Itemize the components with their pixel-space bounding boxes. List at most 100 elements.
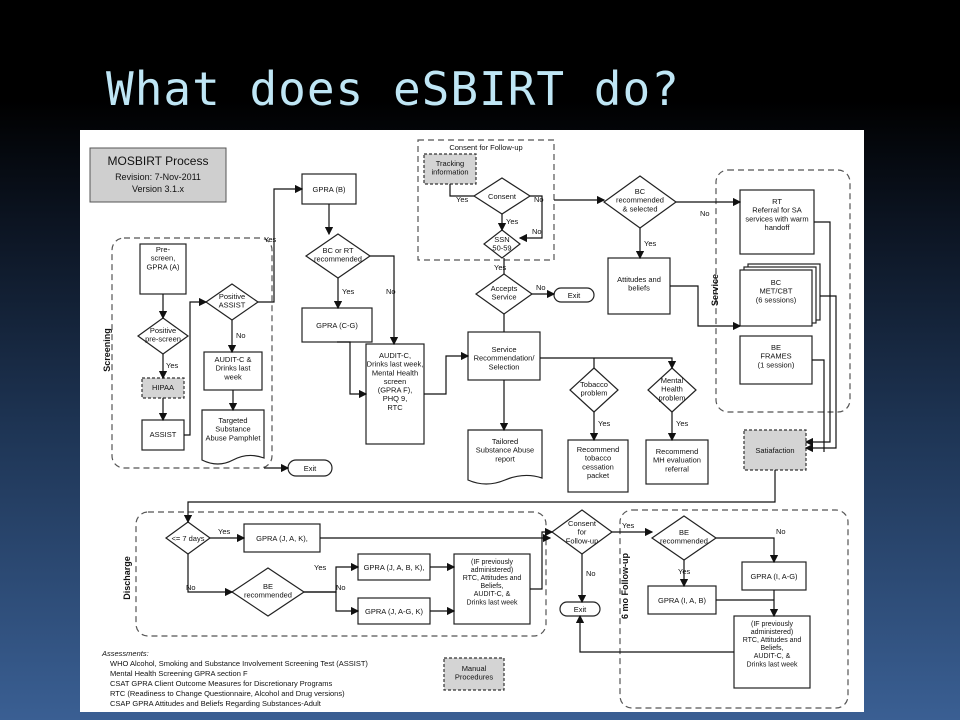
be-recommended-diamond bbox=[230, 567, 306, 617]
gpra-iab-text: GPRA (I, A, B) bbox=[658, 596, 706, 605]
legend-version: Version 3.1.x bbox=[132, 184, 185, 194]
consent-text: Consent bbox=[488, 192, 517, 201]
satisfaction-text: Satiafaction bbox=[755, 446, 794, 455]
assessments-heading: Assessments: bbox=[101, 649, 149, 658]
rt-box bbox=[739, 189, 815, 255]
prescreen-box bbox=[139, 243, 187, 295]
prescreen-text: Pre-screen,GPRA (A) bbox=[147, 245, 180, 271]
assist-text: ASSIST bbox=[150, 430, 177, 439]
edge-yes-be2: Yes bbox=[678, 567, 690, 576]
edge-yes-tobacco: Yes bbox=[598, 419, 610, 428]
edge-labels: Yes No Yes Yes No Yes No Yes No Yes No N… bbox=[166, 195, 786, 592]
edge-no-ssn: No bbox=[532, 227, 542, 236]
edge-no-accepts: No bbox=[536, 283, 546, 292]
section-label-discharge: Discharge bbox=[122, 556, 132, 600]
auditc-block-box bbox=[365, 343, 425, 445]
gpra-jagk-text: GPRA (J, A-G, K) bbox=[365, 607, 423, 616]
edge-no-7days: No bbox=[186, 583, 196, 592]
service-region bbox=[715, 169, 851, 413]
gpra-jagk-box bbox=[357, 597, 431, 625]
auditc-drinks-box bbox=[203, 351, 263, 391]
mosbirt-flowchart: MOSBIRT Process Revision: 7-Nov-2011 Ver… bbox=[89, 139, 851, 709]
edge-no-be2: No bbox=[776, 527, 786, 536]
edge-no-assist: No bbox=[236, 331, 246, 340]
consent-followup-title: Consent for Follow-up bbox=[449, 143, 522, 152]
edge-no-followup: No bbox=[586, 569, 596, 578]
tailored-report-doc bbox=[467, 429, 543, 485]
assessment-item-2: CSAT GPRA Client Outcome Measures for Di… bbox=[110, 679, 333, 688]
edge-yes-assist: Yes bbox=[264, 235, 276, 244]
section-label-service: Service bbox=[710, 274, 720, 306]
edge-no-bc: No bbox=[700, 209, 710, 218]
exit2-text: Exit bbox=[574, 605, 587, 614]
assessment-item-1: Mental Health Screening GPRA section F bbox=[110, 669, 248, 678]
service-recommendation-box bbox=[467, 331, 541, 381]
le7days-text: <= 7 days bbox=[172, 534, 205, 543]
gpra-cg-box bbox=[301, 307, 373, 343]
edge-yes-bc: Yes bbox=[644, 239, 656, 248]
targeted-pamphlet-doc bbox=[201, 409, 265, 465]
flowchart-sheet: MOSBIRT Process Revision: 7-Nov-2011 Ver… bbox=[80, 130, 864, 712]
edge-yes-followup: Yes bbox=[622, 521, 634, 530]
legend-title: MOSBIRT Process bbox=[108, 154, 209, 168]
connectors bbox=[158, 184, 837, 653]
section-label-screening: Screening bbox=[102, 328, 112, 372]
gpra-b-text: GPRA (B) bbox=[313, 185, 346, 194]
gpra-b-box bbox=[301, 173, 357, 205]
gpra-iag-text: GPRA (I, A-G) bbox=[750, 572, 798, 581]
gpra-cg-text: GPRA (C-G) bbox=[316, 321, 358, 330]
section-label-followup: 6 mo Follow-up bbox=[620, 553, 630, 619]
legend-revision: Revision: 7-Nov-2011 bbox=[115, 172, 201, 182]
gpra-jak-top-text: GPRA (J, A, K), bbox=[256, 534, 308, 543]
discharge-region bbox=[135, 511, 547, 637]
gpra-jak-top-box bbox=[243, 523, 321, 553]
gpra-jabk-text: GPRA (J, A, B, K), bbox=[364, 563, 425, 572]
edge-no-bcrt: No bbox=[386, 287, 396, 296]
assessment-item-4: CSAP GPRA Attitudes and Beliefs Regardin… bbox=[110, 699, 322, 708]
legend-box: MOSBIRT Process Revision: 7-Nov-2011 Ver… bbox=[89, 147, 227, 203]
exit-service-text: Exit bbox=[568, 291, 581, 300]
edge-yes-bcrt: Yes bbox=[342, 287, 354, 296]
hipaa-text: HIPAA bbox=[152, 383, 174, 392]
be-box bbox=[739, 335, 813, 385]
exit-text: Exit bbox=[304, 464, 317, 473]
assessment-item-3: RTC (Readiness to Change Questionnaire, … bbox=[110, 689, 345, 698]
edge-yes-7days: Yes bbox=[218, 527, 230, 536]
edge-yes-ssn: Yes bbox=[494, 263, 506, 272]
edge-yes-mh: Yes bbox=[676, 419, 688, 428]
manual-procedures-box bbox=[443, 657, 505, 691]
if-prev-followup-box bbox=[733, 615, 811, 689]
edge-yes-prescreen: Yes bbox=[166, 361, 178, 370]
edge-yes-be: Yes bbox=[314, 563, 326, 572]
slide-title: What does eSBIRT do? bbox=[106, 62, 680, 116]
recommend-tobacco-box bbox=[567, 439, 629, 493]
edge-no-consent: No bbox=[534, 195, 544, 204]
assessment-item-0: WHO Alcohol, Smoking and Substance Invol… bbox=[110, 659, 368, 668]
edge-yes-consent-down: Yes bbox=[506, 217, 518, 226]
